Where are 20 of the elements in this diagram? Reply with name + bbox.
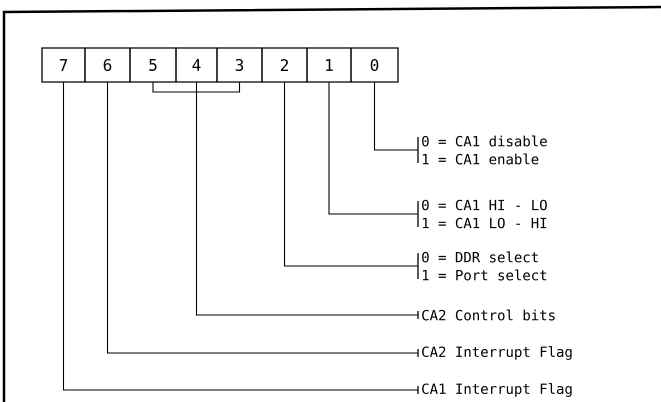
bit-cell: 0 — [350, 47, 399, 83]
bit-cell: 2 — [261, 47, 308, 83]
bit-cell: 7 — [41, 47, 86, 83]
connector-line — [284, 82, 418, 267]
bit-description: CA2 Control bits — [417, 310, 555, 320]
connector-line — [62, 82, 418, 391]
connector-line — [328, 82, 418, 215]
connector-line — [152, 82, 418, 316]
bit-cell: 5 — [129, 47, 177, 83]
bit-cell: 4 — [175, 47, 218, 83]
bit-cell: 3 — [216, 47, 263, 83]
connector-line — [106, 82, 418, 354]
bit-cell: 6 — [84, 47, 131, 83]
connector-line — [374, 82, 418, 151]
bit-description: 0 = CA1 disable 1 = CA1 enable — [417, 136, 547, 164]
bit-description: 0 = CA1 HI - LO 1 = CA1 LO - HI — [417, 200, 547, 228]
bit-description: CA1 Interrupt Flag — [417, 383, 572, 397]
bit-description: CA2 Interrupt Flag — [417, 346, 572, 360]
bit-description: 0 = DDR select 1 = Port select — [417, 252, 546, 280]
bit-cell: 1 — [306, 47, 352, 83]
